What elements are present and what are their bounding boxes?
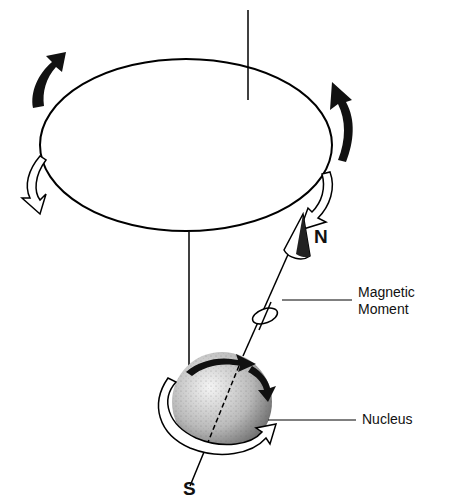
spin-arrow <box>186 354 256 376</box>
moment-axis <box>259 302 271 330</box>
rotation-arrow <box>32 52 66 108</box>
pole-label: S <box>183 478 196 499</box>
leader-line <box>268 420 356 421</box>
leader-line <box>282 300 352 301</box>
part-label: Magnetic Moment <box>358 284 438 318</box>
pole-label: N <box>314 226 328 247</box>
precession-ellipse <box>40 59 332 231</box>
moment-arrowhead <box>284 214 310 259</box>
moment-arrowhead <box>296 214 310 257</box>
axis-line <box>188 232 190 372</box>
rotation-arrow <box>330 82 353 162</box>
moment-axis <box>204 356 243 452</box>
moment-axis <box>243 250 290 356</box>
spin-arrow <box>248 366 276 402</box>
part-label: Nucleus <box>362 411 413 428</box>
rotation-arrow <box>22 156 46 214</box>
axis-line <box>247 10 249 100</box>
spin-arrow <box>159 378 276 454</box>
